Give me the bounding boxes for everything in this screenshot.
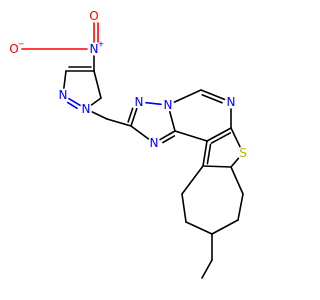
atom-symbol: O [9, 42, 18, 56]
atom-npm: N [225, 95, 237, 109]
bond-C9a-C9b [174, 130, 208, 142]
atom-label-background [133, 96, 145, 108]
atom-symbol: N [227, 95, 236, 109]
bond-Npz2-C5 [90, 97, 102, 106]
bond-C9c-C9a [202, 140, 208, 167]
atom-label-background [162, 99, 174, 111]
atom-npz1: N [57, 88, 69, 102]
atom-label-background [225, 96, 237, 108]
atom-label-background [88, 43, 100, 55]
bond-C5-C4 [93, 70, 102, 99]
bond-C9b-Ntz2 [159, 130, 176, 141]
bond-C9c-C9a-double [206, 143, 212, 165]
atom-label-background [88, 10, 100, 22]
atom-ntz3: N [162, 98, 174, 112]
atom-label-background [80, 103, 92, 115]
bond-C9b-Ntz2-double [162, 135, 176, 144]
bond-C3a-C9c [202, 165, 232, 168]
bond-C2t-Ntz1 [130, 107, 138, 127]
atom-symbol: N [164, 98, 173, 112]
atom-charge: − [18, 40, 25, 49]
atom-nn: N+ [88, 40, 105, 56]
bond-S-C3a [230, 157, 240, 168]
bond-Npz1-Npz2-double [66, 101, 78, 110]
atom-s: S [237, 146, 249, 160]
bond-N3t-C5p [173, 89, 202, 103]
atom-ntz1: N [133, 95, 145, 109]
atom-o2: O [88, 9, 100, 23]
bond-C9-C8 [181, 193, 187, 223]
bond-C8-C7 [185, 221, 213, 235]
bond-C5p-Npm-double [201, 94, 223, 104]
atom-symbol: N [150, 136, 159, 150]
atom-label-background [237, 147, 249, 159]
atom-label-background [8, 43, 20, 55]
atom-symbol: N [90, 42, 99, 56]
atom-symbol: N [59, 88, 68, 102]
bond-Et1-Et2 [201, 259, 213, 279]
atom-symbol: N [135, 95, 144, 109]
bond-C3-Npz1 [63, 70, 67, 89]
bond-layer [21, 22, 244, 279]
atom-o1: O− [8, 40, 25, 56]
bond-C4a-C9a-double [210, 132, 232, 144]
bond-N3t-C9b [169, 110, 176, 132]
bond-C2t-Ntz1-double [127, 107, 134, 123]
bond-Npz2-CH2 [91, 111, 108, 120]
bond-CH2-C2t [106, 118, 132, 127]
atom-ntz2: N [148, 136, 160, 150]
bond-C7-C6 [211, 219, 239, 235]
atom-npz2: N [80, 102, 92, 116]
bond-C9c-C9 [181, 165, 204, 195]
bond-Ntz2-C2t [130, 125, 150, 140]
atom-symbol: N [82, 102, 91, 116]
bond-C4a-C9a [206, 127, 232, 142]
bond-C5c-C3a [230, 166, 244, 195]
bond-Npz1-Npz2 [68, 97, 81, 107]
bond-C5p-Npm [200, 89, 226, 101]
atom-charge: + [98, 40, 105, 49]
atom-label-background [57, 89, 69, 101]
bond-C4a-S [230, 127, 241, 148]
bond-C6-C5c [237, 193, 244, 221]
atom-symbol: S [239, 146, 247, 160]
atom-symbol: O [89, 9, 98, 23]
bond-Ntz1-N3t [145, 101, 162, 106]
atom-label-background [148, 137, 160, 149]
